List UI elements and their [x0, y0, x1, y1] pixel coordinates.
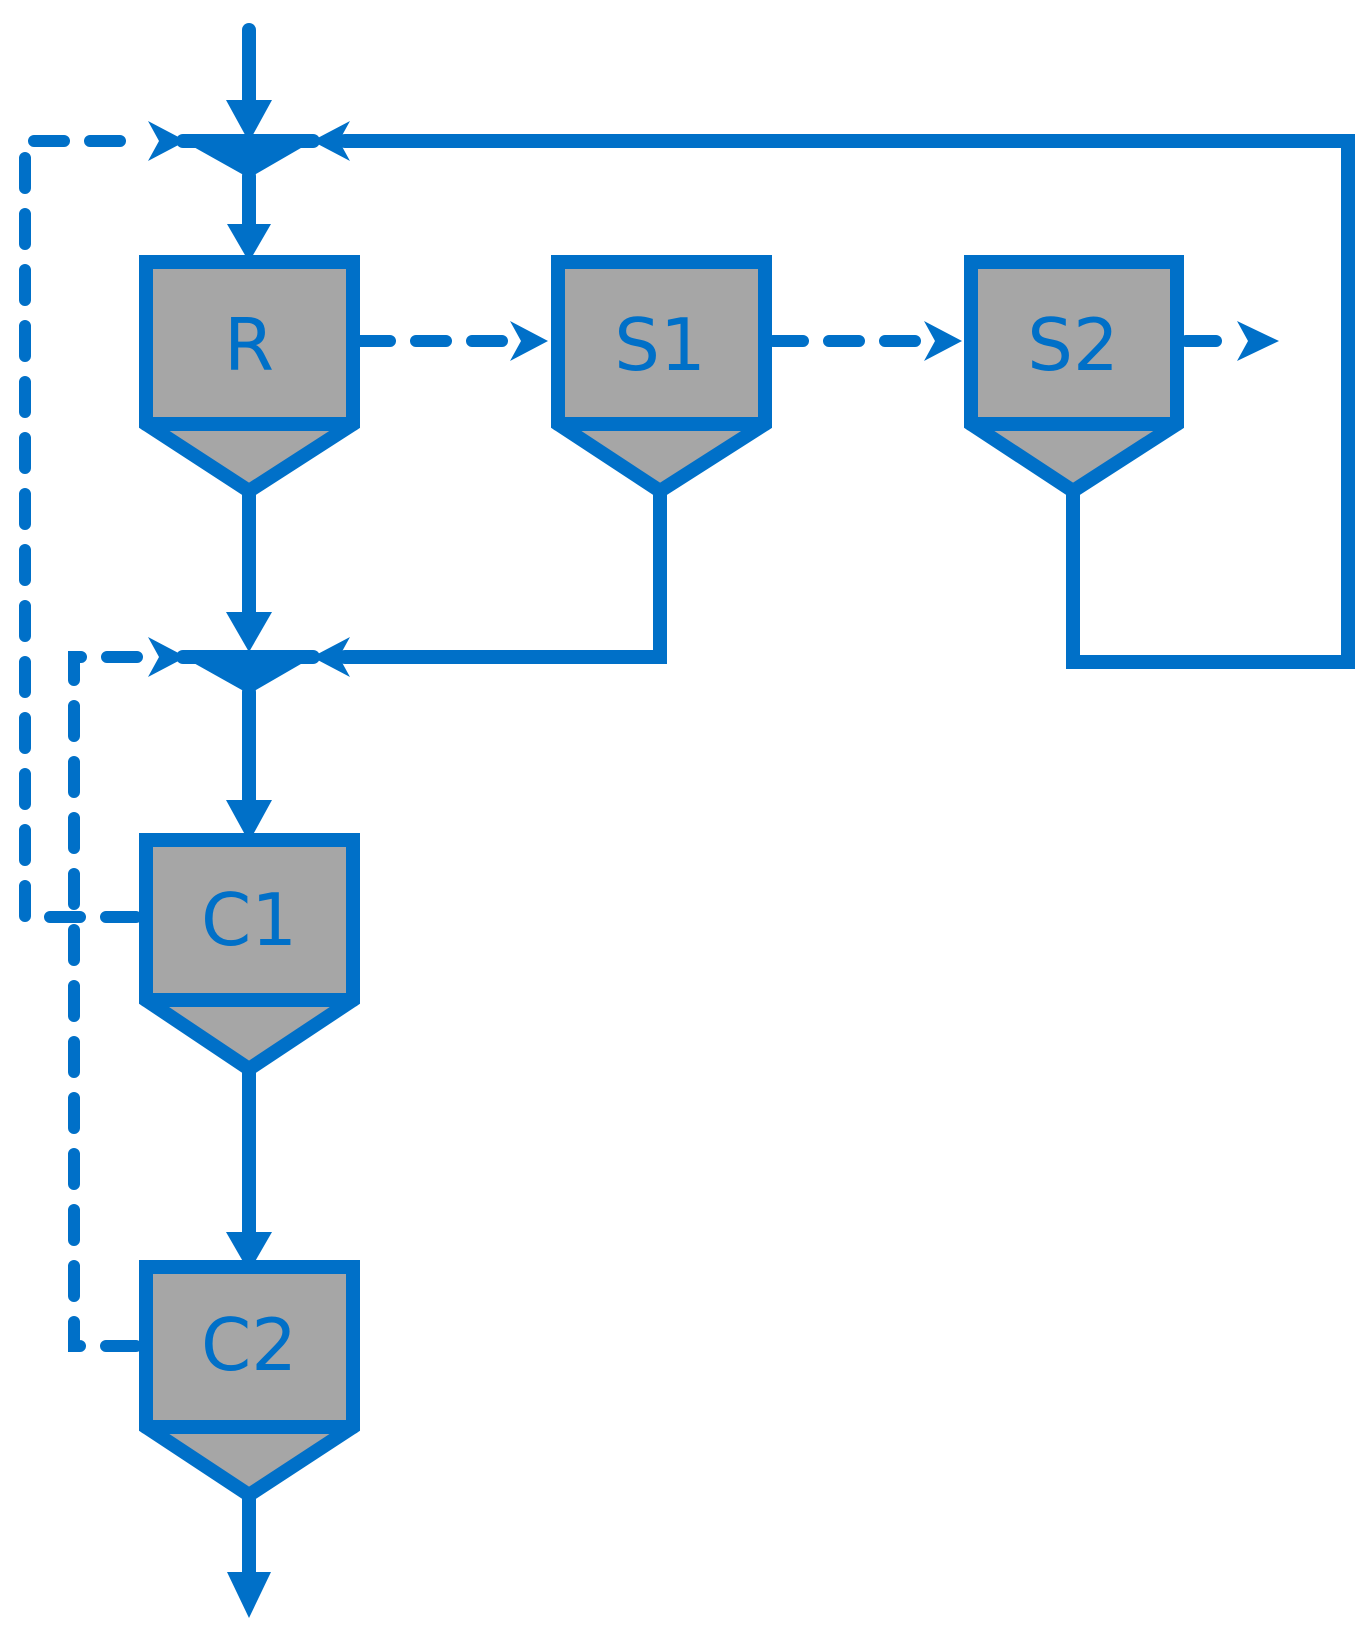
- cell-C2: C2: [139, 1260, 360, 1504]
- S2-recycle-line: [338, 134, 1355, 669]
- cell-C2-label: C2: [201, 1303, 297, 1387]
- mixer-2-junction: [183, 657, 313, 694]
- cell-R-label: R: [224, 303, 274, 387]
- S2-froth-output-arrowhead: [1237, 321, 1279, 361]
- cell-C1: C1: [139, 833, 360, 1078]
- C2-inlet-arrowhead: [226, 1232, 272, 1272]
- cell-S2: S2: [964, 255, 1184, 500]
- cell-S1-label: S1: [614, 303, 706, 387]
- S2-inlet-arrowhead: [924, 321, 962, 361]
- C2-froth-recycle-line: [68, 651, 151, 1352]
- S1-underflow-line: [338, 487, 667, 664]
- cell-C1-label: C1: [201, 878, 297, 962]
- S1-inlet-arrowhead: [510, 321, 548, 361]
- cell-R: R: [139, 255, 360, 500]
- cell-S1: S1: [551, 255, 772, 500]
- mixer-1-junction: [183, 141, 313, 178]
- C1-inlet-arrowhead: [226, 800, 272, 842]
- feed-arrowhead: [226, 100, 272, 142]
- mixer-1-left-arrowhead: [148, 121, 186, 161]
- mixer-2-top-arrowhead: [226, 612, 272, 652]
- cell-S2-label: S2: [1027, 303, 1119, 387]
- mixer-2-right-arrowhead: [312, 637, 350, 677]
- R-inlet-arrowhead: [227, 224, 271, 262]
- final-product-arrowhead: [227, 1572, 271, 1618]
- mixer-2-left-arrowhead: [148, 637, 186, 677]
- mixer-1-right-arrowhead: [312, 121, 350, 161]
- C1-froth-recycle-line: [19, 135, 151, 923]
